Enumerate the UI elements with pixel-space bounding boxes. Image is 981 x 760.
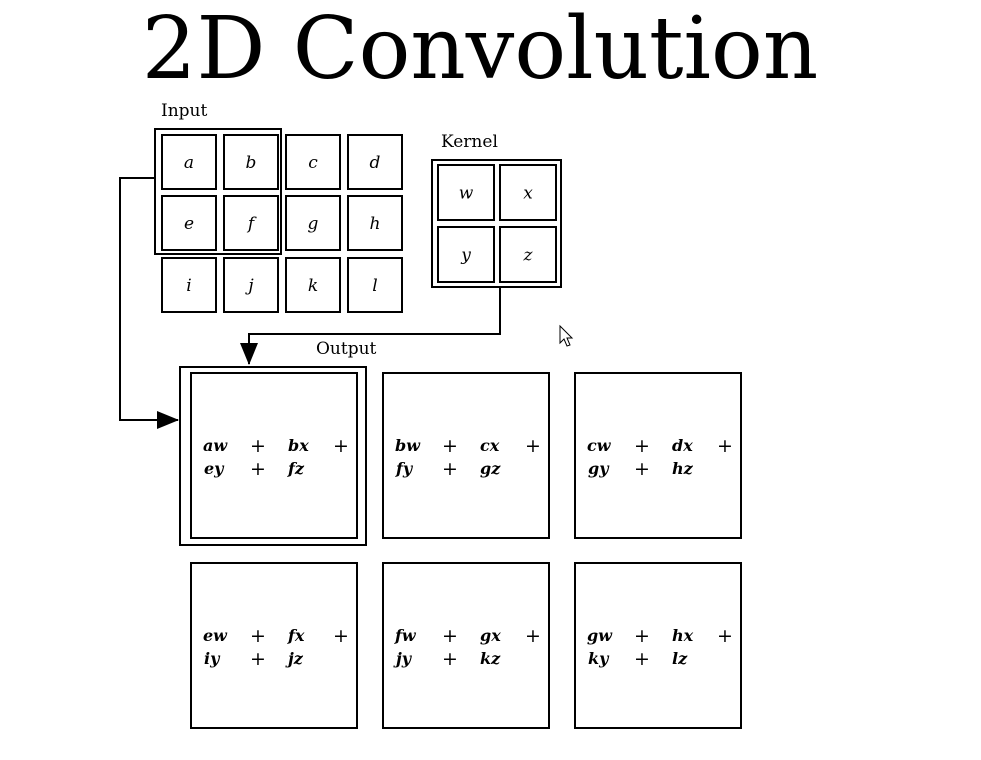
plus-operator: +: [634, 648, 650, 670]
plus-operator: +: [442, 435, 458, 457]
plus-operator: +: [250, 435, 266, 457]
input-cell: [223, 134, 279, 190]
kernel-grid: w x y z: [437, 164, 557, 283]
input-cell-value: b: [246, 153, 257, 173]
output-term: bx: [288, 436, 309, 455]
output-term: hx: [672, 626, 694, 645]
kernel-frame: [431, 159, 562, 288]
input-cell: [285, 257, 341, 313]
output-cell: [190, 562, 358, 729]
input-cell: [347, 195, 403, 251]
output-highlight-frame: [179, 366, 367, 546]
plus-operator: +: [717, 625, 733, 647]
input-cell: [161, 134, 217, 190]
output-term: dx: [672, 436, 693, 455]
mouse-cursor-icon: [559, 324, 574, 347]
input-cell-value: k: [308, 276, 318, 296]
kernel-cell-value: x: [523, 184, 533, 204]
kernel-label: Kernel: [441, 132, 498, 152]
input-cell-value: j: [244, 276, 254, 296]
input-cell-value: c: [308, 153, 318, 173]
plus-operator: +: [333, 625, 349, 647]
input-cell-value: g: [308, 214, 319, 234]
input-cell: [161, 257, 217, 313]
output-term: hz: [672, 459, 694, 478]
input-label: Input: [161, 101, 207, 121]
input-cell: [285, 195, 341, 251]
plus-operator: +: [250, 458, 266, 480]
kernel-cell-value: w: [459, 184, 474, 204]
input-grid: a b c d e f g h i j k l: [161, 134, 403, 313]
input-cell: [285, 134, 341, 190]
plus-operator: +: [333, 435, 349, 457]
input-cell: [161, 195, 217, 251]
output-term: cx: [480, 436, 500, 455]
input-cell-value: i: [186, 276, 191, 296]
output-term: ew: [203, 626, 228, 645]
input-cell: [223, 195, 279, 251]
output-term: aw: [203, 436, 228, 455]
kernel-to-output-arrow: [240, 287, 501, 365]
output-term: gy: [588, 459, 610, 478]
output-term: bw: [395, 436, 421, 455]
plus-operator: +: [250, 648, 266, 670]
input-cell-value: d: [370, 153, 381, 173]
output-term: gw: [587, 626, 613, 645]
kernel-cell: [499, 226, 557, 283]
input-cell: [347, 257, 403, 313]
plus-operator: +: [634, 625, 650, 647]
output-term: iy: [204, 649, 221, 668]
kernel-cell: [499, 164, 557, 221]
output-cell: [190, 372, 358, 539]
plus-operator: +: [525, 435, 541, 457]
kernel-cell-value: z: [523, 246, 534, 266]
page-title: 2D Convolution: [142, 0, 818, 99]
plus-operator: +: [634, 435, 650, 457]
output-cell: [574, 562, 742, 729]
input-cell-value: a: [184, 153, 194, 173]
output-term: jz: [285, 649, 304, 668]
input-cell: [223, 257, 279, 313]
input-to-output-arrow: [119, 177, 179, 429]
output-term: ky: [588, 649, 610, 668]
output-label: Output: [316, 339, 377, 359]
output-cell: [382, 562, 550, 729]
plus-operator: +: [442, 625, 458, 647]
output-term: fy: [395, 459, 414, 478]
output-term: fz: [287, 459, 305, 478]
output-term: kz: [480, 649, 501, 668]
input-cell: [347, 134, 403, 190]
kernel-cell: [437, 226, 495, 283]
input-window-highlight: [154, 128, 282, 255]
input-cell-value: h: [370, 214, 381, 234]
output-cell: [574, 372, 742, 539]
output-term: cw: [587, 436, 612, 455]
output-term: fw: [394, 626, 417, 645]
plus-operator: +: [250, 625, 266, 647]
input-cell-value: f: [246, 214, 257, 234]
output-term: lz: [672, 649, 688, 668]
kernel-cell-value: y: [460, 246, 471, 266]
plus-operator: +: [525, 625, 541, 647]
plus-operator: +: [442, 648, 458, 670]
output-term: fx: [287, 626, 305, 645]
output-term: ey: [204, 459, 225, 478]
kernel-cell: [437, 164, 495, 221]
output-cell: [382, 372, 550, 539]
output-grid: aw + bx + ey + fz bw + cx + fy + gz cw + dx + gy + hz ew + fx + i…: [190, 372, 742, 729]
plus-operator: +: [634, 458, 650, 480]
output-term: jy: [393, 649, 413, 668]
output-term: gx: [480, 626, 501, 645]
plus-operator: +: [442, 458, 458, 480]
input-cell-value: l: [372, 276, 377, 296]
output-term: gz: [480, 459, 501, 478]
input-cell-value: e: [184, 214, 194, 234]
plus-operator: +: [717, 435, 733, 457]
